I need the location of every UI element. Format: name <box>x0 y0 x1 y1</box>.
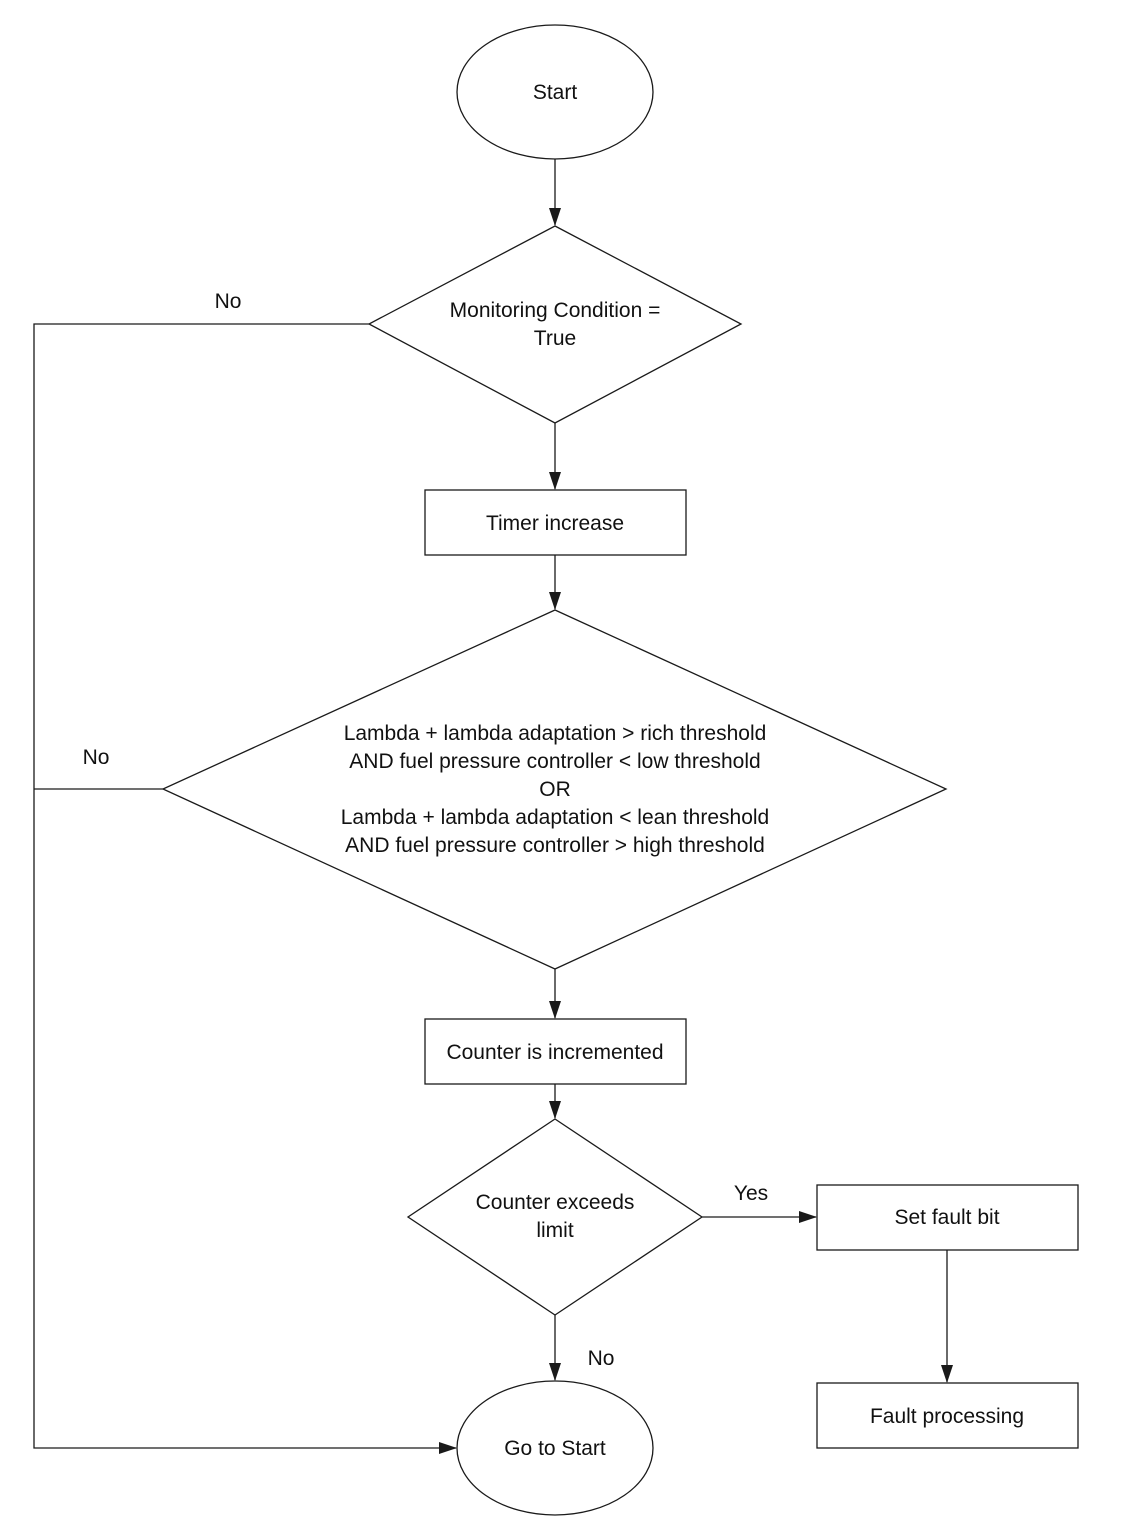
go-to-start-node: Go to Start <box>456 1380 654 1516</box>
counter-incremented-label: Counter is incremented <box>446 1041 663 1064</box>
lambda-threshold-label: Lambda + lambda adaptation > rich thresh… <box>341 722 769 857</box>
lambda-no-label: No <box>83 746 110 769</box>
lambda-threshold-decision: Lambda + lambda adaptation > rich thresh… <box>161 609 948 970</box>
timer-increase-process: Timer increase <box>424 489 687 556</box>
edge-monitoring-no-loop <box>33 323 457 1454</box>
timer-increase-label: Timer increase <box>486 512 624 535</box>
label-line: Fault processing <box>870 1405 1024 1428</box>
fault-processing-process: Fault processing <box>816 1382 1079 1449</box>
label-line: OR <box>539 778 571 801</box>
start-label: Start <box>533 81 578 104</box>
label-line: Go to Start <box>504 1437 606 1460</box>
label-line: Counter is incremented <box>446 1041 663 1064</box>
fault-processing-label: Fault processing <box>870 1405 1024 1428</box>
label-line: True <box>534 327 576 350</box>
counter-incremented-process: Counter is incremented <box>424 1018 687 1085</box>
label-line: Lambda + lambda adaptation > rich thresh… <box>344 722 767 745</box>
label-line: Monitoring Condition = <box>450 299 661 322</box>
start-node: Start <box>456 24 654 160</box>
limit-yes-label: Yes <box>734 1182 768 1205</box>
label-line: AND fuel pressure controller > high thre… <box>345 834 765 857</box>
label-line: Set fault bit <box>894 1206 999 1229</box>
counter-limit-decision: Counter exceeds limit <box>406 1118 704 1316</box>
label-line: Counter exceeds <box>476 1191 635 1214</box>
label-line: AND fuel pressure controller < low thres… <box>349 750 760 773</box>
set-fault-bit-process: Set fault bit <box>816 1184 1079 1251</box>
label-line: Timer increase <box>486 512 624 535</box>
monitoring-condition-decision: Monitoring Condition = True <box>367 225 743 424</box>
limit-no-label: No <box>588 1347 615 1370</box>
monitoring-condition-label: Monitoring Condition = True <box>450 299 661 350</box>
monitoring-no-label: No <box>215 290 242 313</box>
counter-limit-label: Counter exceeds limit <box>476 1191 635 1242</box>
set-fault-bit-label: Set fault bit <box>894 1206 999 1229</box>
label-line: Start <box>533 81 578 104</box>
label-line: Lambda + lambda adaptation < lean thresh… <box>341 806 769 829</box>
label-line: limit <box>536 1219 573 1242</box>
go-to-start-label: Go to Start <box>504 1437 606 1460</box>
